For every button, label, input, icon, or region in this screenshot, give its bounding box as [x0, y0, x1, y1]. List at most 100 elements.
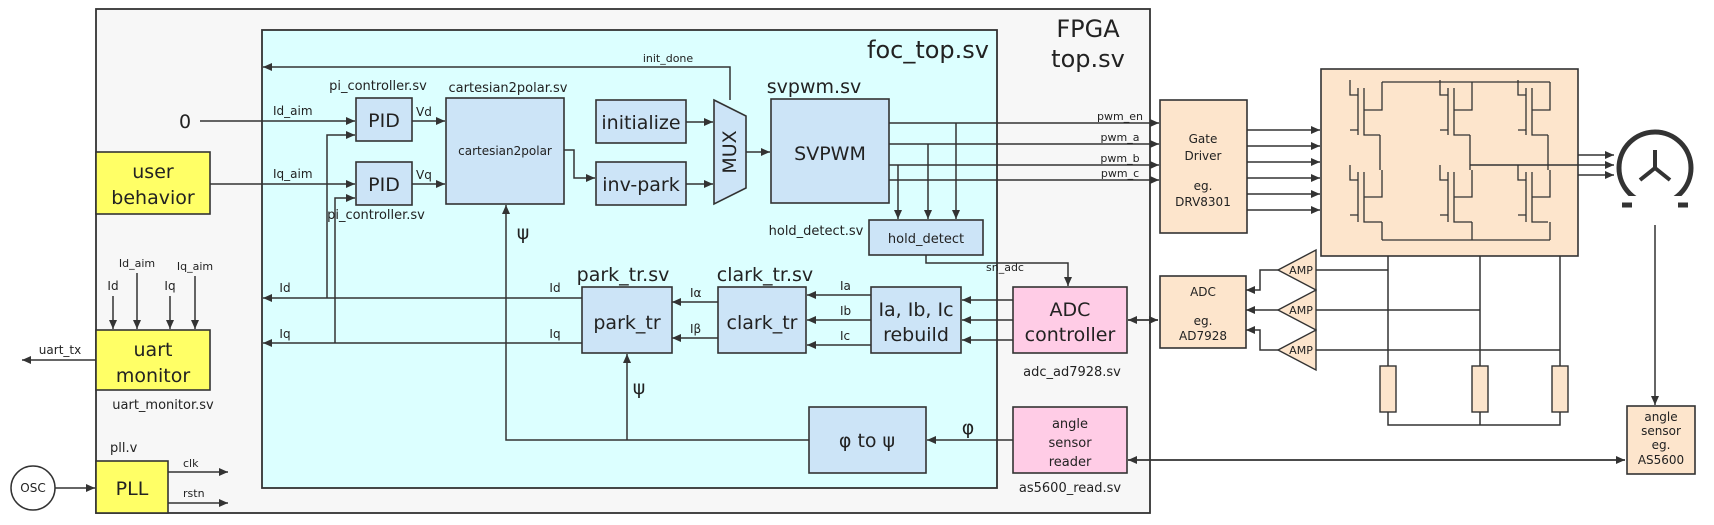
uart-in-id-aim: Id_aim: [119, 257, 155, 270]
sn-adc-label: sn_adc: [986, 261, 1024, 274]
amp-3-label: AMP: [1289, 344, 1313, 357]
park-label: park_tr: [593, 312, 660, 334]
gate-driver-line2: Driver: [1185, 149, 1222, 163]
adc-controller-line1: ADC: [1050, 299, 1091, 321]
phi-to-psi-block: [808, 406, 927, 474]
pwm-b-label: pwm_b: [1100, 152, 1139, 165]
rebuild-line2: rebuild: [883, 324, 949, 346]
clark-label: clark_tr: [727, 312, 798, 334]
angle-sensor-line1: angle: [1644, 410, 1677, 424]
fpga-title: FPGA: [1056, 15, 1120, 43]
park-iq-label: Iq: [549, 327, 560, 341]
ibeta-label: Iβ: [690, 322, 701, 336]
clark-file: clark_tr.sv: [717, 264, 813, 286]
gate-driver-line4: DRV8301: [1175, 195, 1231, 209]
motor-icon: [1616, 129, 1694, 210]
hold-detect-file: hold_detect.sv: [769, 224, 864, 239]
feedback-iq-label: Iq: [279, 327, 290, 341]
mux-label: MUX: [719, 130, 741, 173]
psi-c2p-label: ψ: [517, 222, 530, 244]
rebuild-line1: Ia, Ib, Ic: [878, 299, 953, 321]
phi-label: φ: [962, 417, 975, 439]
park-id-label: Id: [549, 281, 560, 295]
uart-monitor-line1: uart: [134, 339, 173, 361]
hold-detect-label: hold_detect: [888, 232, 964, 247]
id-aim-label: Id_aim: [273, 104, 313, 118]
top-file-title: top.sv: [1051, 45, 1125, 73]
user-behavior-line2: behavior: [111, 187, 195, 209]
uart-monitor-file: uart_monitor.sv: [112, 398, 214, 413]
initialize-label: initialize: [601, 112, 680, 134]
pll-block: [95, 460, 169, 514]
amp-2-label: AMP: [1289, 304, 1313, 317]
adc-chip-line1: ADC: [1190, 285, 1216, 299]
amp-triangles: [1276, 248, 1317, 372]
pwm-a-label: pwm_a: [1101, 131, 1140, 144]
clark-block: [717, 286, 807, 354]
zero-input-label: 0: [179, 111, 191, 133]
angle-reader-block: [1012, 406, 1128, 474]
pll-file: pll.v: [110, 441, 138, 456]
uart-in-iq: Iq: [164, 279, 175, 293]
user-behavior-line1: user: [132, 161, 174, 183]
angle-sensor-line3: eg.: [1652, 438, 1671, 452]
c2p-file: cartesian2polar.sv: [449, 81, 568, 96]
pll-rstn-label: rstn: [183, 487, 205, 500]
angle-reader-file: as5600_read.sv: [1019, 481, 1122, 496]
angle-reader-line2: sensor: [1048, 436, 1092, 451]
vd-label: Vd: [416, 105, 432, 119]
angle-sensor-line4: AS5600: [1638, 453, 1684, 467]
uart-monitor-block: [95, 329, 211, 391]
vq-label: Vq: [416, 168, 432, 182]
phi-to-psi-label: φ to ψ: [839, 430, 895, 452]
uart-in-iq-aim: Iq_aim: [177, 260, 213, 273]
adc-controller-file: adc_ad7928.sv: [1023, 365, 1121, 380]
mosfet-array: [1349, 80, 1551, 241]
pid-q-file: pi_controller.sv: [327, 208, 425, 223]
pll-label: PLL: [116, 478, 149, 500]
gate-driver-line3: eg.: [1194, 179, 1213, 193]
svpwm-file: svpwm.sv: [767, 76, 861, 98]
pid-q-label: PID: [368, 174, 400, 196]
angle-sensor-block: [1626, 405, 1696, 475]
adc-chip-line3: AD7928: [1179, 329, 1227, 343]
angle-reader-line1: angle: [1052, 417, 1088, 432]
pwm-c-label: pwm_c: [1101, 167, 1139, 180]
psi-park-label: ψ: [633, 377, 646, 399]
adc-controller-line2: controller: [1025, 324, 1116, 346]
inv-park-block: [595, 161, 687, 206]
pid-d-file: pi_controller.sv: [329, 79, 427, 94]
pid-d-block: [355, 97, 413, 142]
foc-top-title: foc_top.sv: [867, 36, 989, 64]
shunt-resistors: [1316, 256, 1569, 426]
initialize-block: [595, 99, 687, 144]
ialpha-label: Iα: [690, 286, 702, 300]
osc-label: OSC: [20, 481, 45, 495]
svpwm-label: SVPWM: [794, 143, 866, 165]
adc-chip-block: [1159, 275, 1247, 349]
gate-driver-block: [1159, 99, 1248, 234]
ic-label: Ic: [840, 329, 850, 343]
angle-reader-line3: reader: [1049, 455, 1092, 470]
park-file: park_tr.sv: [577, 264, 670, 286]
pll-clk-label: clk: [183, 457, 199, 470]
mux-block: [713, 98, 747, 206]
pid-d-label: PID: [368, 110, 400, 132]
user-behavior-block: [95, 151, 211, 215]
uart-monitor-line2: monitor: [116, 365, 191, 387]
inverter-bridge: [1320, 68, 1579, 257]
amp-1-label: AMP: [1289, 264, 1313, 277]
park-block: [581, 286, 673, 354]
uart-tx-label: uart_tx: [39, 343, 81, 357]
rebuild-block: [870, 286, 962, 354]
adc-chip-line2: eg.: [1194, 314, 1213, 328]
feedback-id-label: Id: [279, 281, 290, 295]
ib-label: Ib: [840, 304, 851, 318]
adc-controller-block: [1012, 286, 1128, 354]
pwm-en-label: pwm_en: [1097, 110, 1143, 123]
init-done-label: init_done: [643, 52, 694, 65]
uart-in-id: Id: [107, 279, 118, 293]
ia-label: Ia: [840, 279, 851, 293]
inv-park-label: inv-park: [602, 174, 679, 196]
